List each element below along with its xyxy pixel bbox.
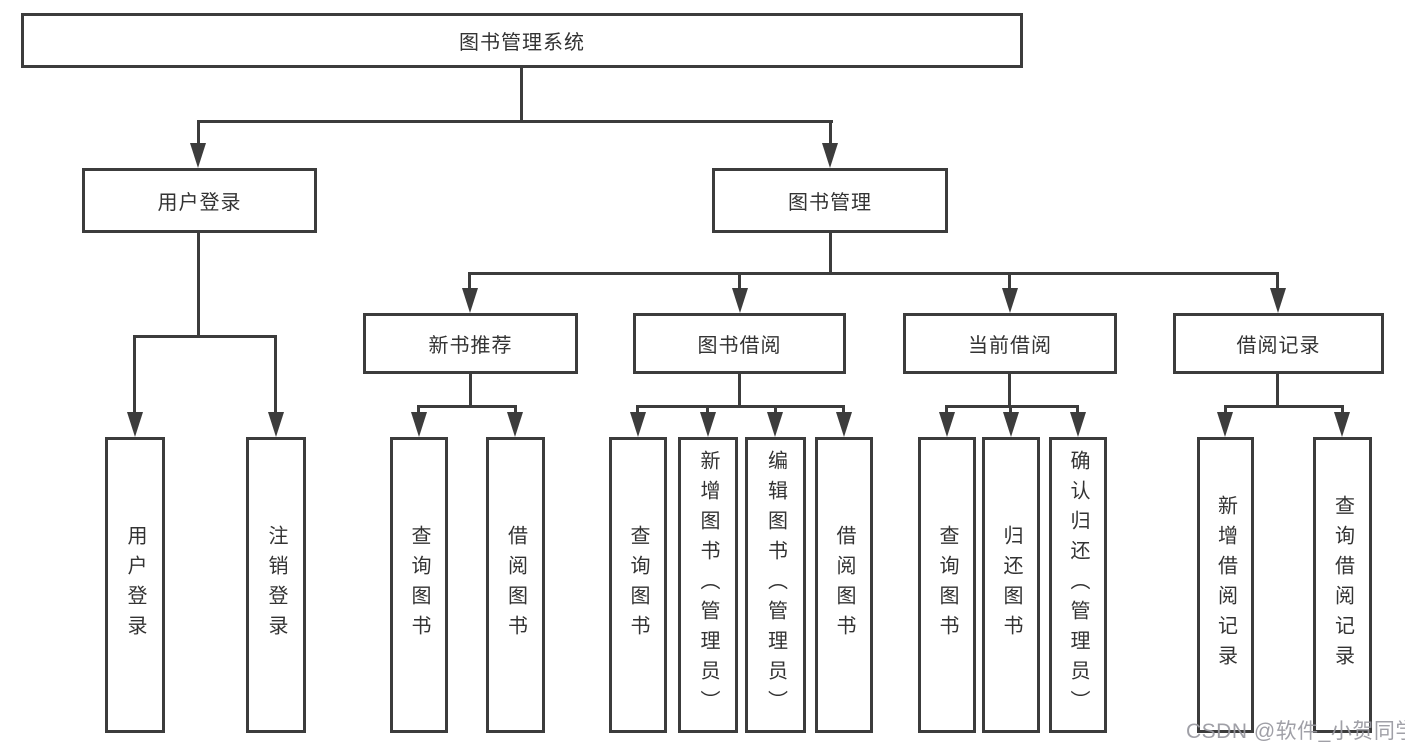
node-borrowing-records: 借阅记录: [1173, 313, 1384, 374]
arrowhead-down-icon: [268, 412, 284, 437]
connector-segment: [945, 405, 948, 414]
arrowhead-down-icon: [1002, 288, 1018, 313]
connector-segment: [469, 374, 472, 407]
node-new-book-recommendation: 新书推荐: [363, 313, 578, 374]
node-bb-borrow-books: 借阅图书: [815, 437, 873, 733]
arrowhead-down-icon: [1217, 412, 1233, 437]
connector-segment: [1008, 272, 1011, 290]
connector-segment: [468, 272, 1279, 275]
arrowhead-down-icon: [1070, 412, 1086, 437]
connector-segment: [274, 335, 277, 414]
connector-segment: [829, 120, 832, 146]
arrowhead-down-icon: [127, 412, 143, 437]
node-cb-return-books: 归还图书: [982, 437, 1040, 733]
connector-segment: [1009, 405, 1012, 414]
node-rec-query-books: 查询图书: [390, 437, 448, 733]
node-cb-query-books-label: 查询图书: [936, 525, 958, 645]
connector-segment: [1276, 272, 1279, 290]
node-bb-add-books-admin-label: 新增图书（管理员）: [697, 450, 719, 720]
node-user-login: 用户登录: [82, 168, 317, 233]
connector-segment: [1224, 405, 1227, 414]
arrowhead-down-icon: [767, 412, 783, 437]
connector-segment: [706, 405, 709, 414]
node-book-management: 图书管理: [712, 168, 948, 233]
arrowhead-down-icon: [630, 412, 646, 437]
connector-segment: [1341, 405, 1344, 414]
arrowhead-down-icon: [507, 412, 523, 437]
node-rec-borrow-books: 借阅图书: [486, 437, 545, 733]
node-br-add-record-label: 新增借阅记录: [1214, 495, 1237, 675]
connector-segment: [197, 120, 200, 146]
arrowhead-down-icon: [411, 412, 427, 437]
node-cb-query-books: 查询图书: [918, 437, 976, 733]
connector-segment: [1076, 405, 1079, 414]
connector-segment: [1276, 374, 1279, 407]
connector-segment: [636, 405, 845, 408]
node-bb-query-books-label: 查询图书: [627, 525, 649, 645]
connector-segment: [197, 233, 200, 337]
connector-segment: [417, 405, 420, 414]
connector-segment: [197, 120, 833, 123]
connector-segment: [417, 405, 517, 408]
node-rec-borrow-books-label: 借阅图书: [504, 525, 527, 645]
node-leaf-logout: 注销登录: [246, 437, 306, 733]
arrowhead-down-icon: [700, 412, 716, 437]
node-leaf-user-login: 用户登录: [105, 437, 165, 733]
arrowhead-down-icon: [190, 143, 206, 168]
node-cb-confirm-return-admin: 确认归还（管理员）: [1049, 437, 1107, 733]
csdn-watermark: CSDN @软件_小贺同学: [1186, 720, 1405, 743]
node-br-query-record: 查询借阅记录: [1313, 437, 1372, 733]
connector-segment: [133, 335, 276, 338]
node-bb-add-books-admin: 新增图书（管理员）: [678, 437, 738, 733]
arrowhead-down-icon: [939, 412, 955, 437]
connector-segment: [133, 335, 136, 414]
node-bb-edit-books-admin-label: 编辑图书（管理员）: [764, 450, 787, 720]
connector-segment: [1008, 374, 1011, 407]
node-leaf-logout-label: 注销登录: [265, 525, 287, 645]
node-bb-query-books: 查询图书: [609, 437, 667, 733]
connector-segment: [842, 405, 845, 414]
arrowhead-down-icon: [462, 288, 478, 313]
node-br-add-record: 新增借阅记录: [1197, 437, 1254, 733]
arrowhead-down-icon: [1270, 288, 1286, 313]
node-cb-return-books-label: 归还图书: [1000, 525, 1022, 645]
connector-segment: [774, 405, 777, 414]
node-library-management-system: 图书管理系统: [21, 13, 1023, 68]
node-rec-query-books-label: 查询图书: [408, 525, 430, 645]
node-cb-confirm-return-admin-label: 确认归还（管理员）: [1067, 450, 1089, 720]
node-current-borrowing: 当前借阅: [903, 313, 1117, 374]
node-bb-borrow-books-label: 借阅图书: [833, 525, 855, 645]
connector-segment: [738, 374, 741, 407]
connector-segment: [738, 272, 741, 290]
connector-segment: [829, 233, 832, 274]
node-leaf-user-login-label: 用户登录: [124, 525, 146, 645]
arrowhead-down-icon: [1003, 412, 1019, 437]
connector-segment: [636, 405, 639, 414]
arrowhead-down-icon: [732, 288, 748, 313]
node-book-borrowing: 图书借阅: [633, 313, 846, 374]
connector-segment: [1224, 405, 1343, 408]
connector-segment: [468, 272, 471, 290]
connector-segment: [520, 68, 523, 123]
arrowhead-down-icon: [1334, 412, 1350, 437]
arrowhead-down-icon: [836, 412, 852, 437]
arrowhead-down-icon: [822, 143, 838, 168]
node-br-query-record-label: 查询借阅记录: [1331, 495, 1354, 675]
node-bb-edit-books-admin: 编辑图书（管理员）: [745, 437, 806, 733]
connector-segment: [514, 405, 517, 414]
